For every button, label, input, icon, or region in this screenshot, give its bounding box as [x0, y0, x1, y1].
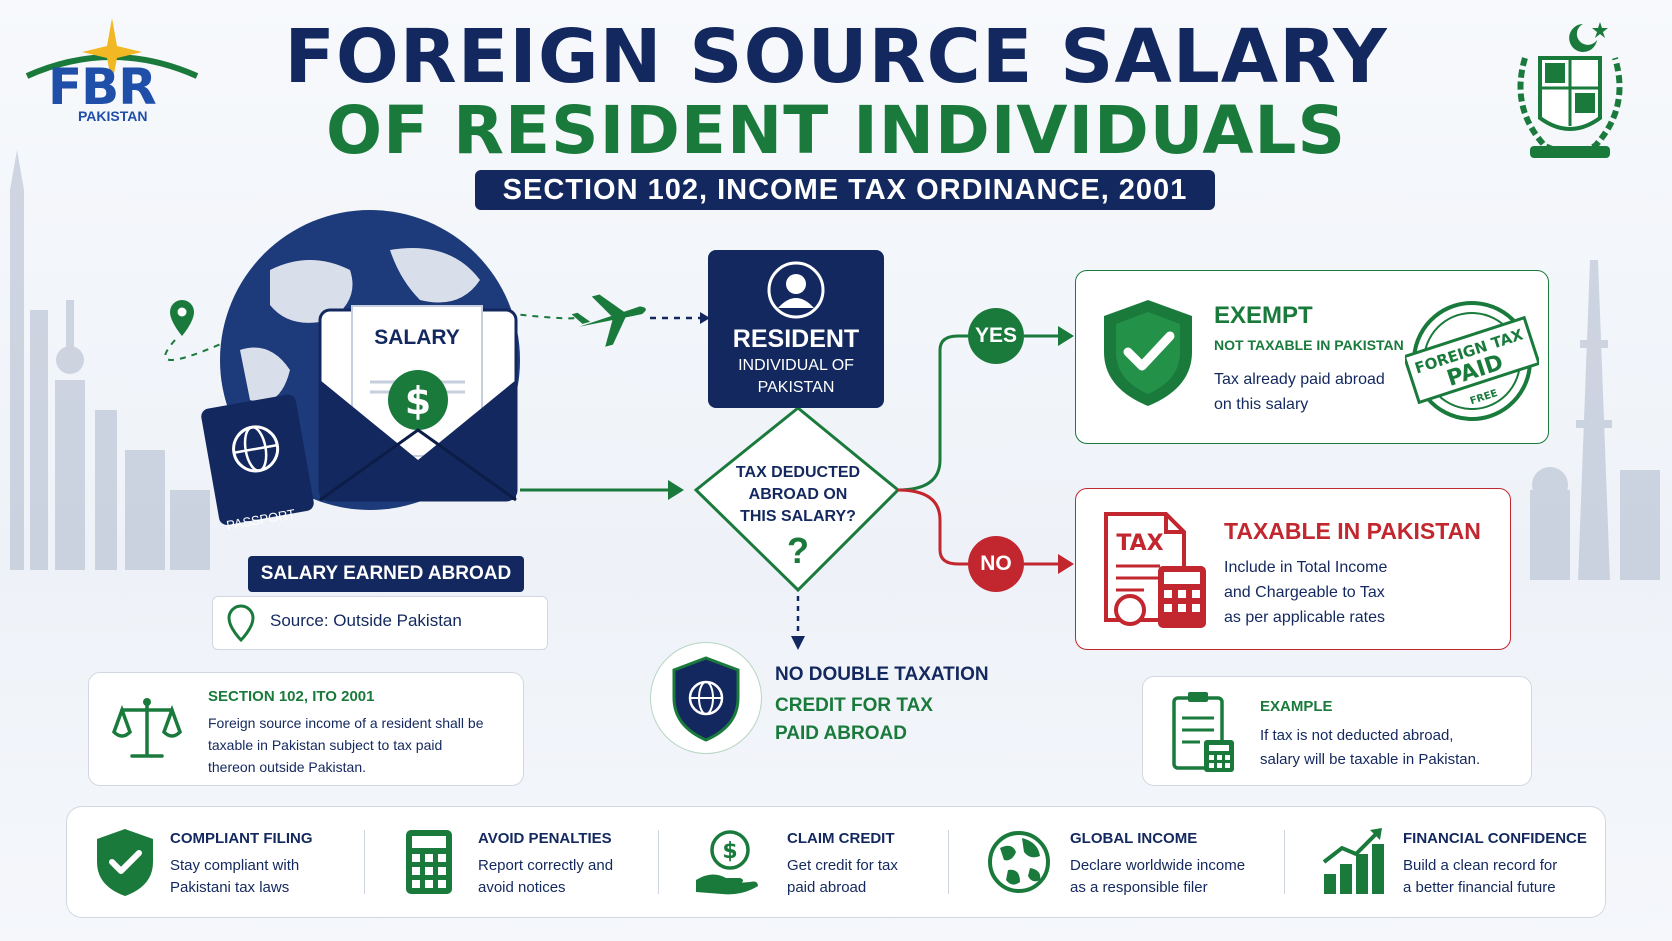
benefit-title-confidence: FINANCIAL CONFIDENCE — [1403, 830, 1587, 847]
exempt-subtitle: NOT TAXABLE IN PAKISTAN — [1214, 337, 1404, 353]
benefit-desc-penalties: Report correctly and avoid notices — [478, 855, 678, 899]
section-102-line3: thereon outside Pakistan. — [208, 759, 366, 775]
benefit-desc-global: Declare worldwide income as a responsibl… — [1070, 855, 1280, 899]
benefit-line: as a responsible filer — [1070, 879, 1208, 896]
benefits-strip — [66, 806, 1606, 918]
taxable-desc-line3: as per applicable rates — [1224, 609, 1385, 626]
page-title-line1: FOREIGN SOURCE SALARY — [284, 14, 1388, 100]
exempt-title: EXEMPT — [1214, 302, 1313, 329]
page-title-line2: OF RESIDENT INDIVIDUALS — [325, 92, 1347, 169]
envelope-label: SALARY — [374, 326, 460, 349]
section-102-description: Foreign source income of a resident shal… — [208, 712, 508, 778]
fbr-logo-subtext: PAKISTAN — [78, 108, 148, 124]
dollar-hand-icon: $ — [696, 830, 758, 895]
section-102-line2: taxable in Pakistan subject to tax paid — [208, 737, 443, 753]
decision-line2: ABROAD ON — [748, 486, 848, 503]
benefit-line: Report correctly and — [478, 857, 614, 874]
globe-envelope-illustration: $ — [201, 210, 520, 525]
growth-chart-icon — [1322, 828, 1384, 894]
benefit-divider — [948, 830, 949, 894]
example-line1: If tax is not deducted abroad, — [1260, 727, 1454, 744]
scales-of-justice-icon — [112, 698, 182, 758]
exempt-description: Tax already paid abroad on this salary — [1214, 367, 1414, 417]
globe-icon — [988, 831, 1050, 893]
svg-text:$: $ — [405, 379, 431, 423]
resident-subtitle-line2: PAKISTAN — [757, 379, 835, 396]
taxable-desc-line2: and Chargeable to Tax — [1224, 584, 1385, 601]
globe-shield-icon — [672, 656, 740, 742]
example-line2: salary will be taxable in Pakistan. — [1260, 751, 1481, 768]
double-taxation-line2: PAID ABROAD — [775, 723, 907, 744]
double-taxation-line1: CREDIT FOR TAX — [775, 695, 933, 716]
section-102-line1: Foreign source income of a resident shal… — [208, 715, 484, 731]
source-text: Source: Outside Pakistan — [270, 611, 462, 630]
source-box — [212, 596, 548, 650]
pakistan-emblem-icon — [1517, 22, 1623, 158]
section-102-box — [88, 672, 524, 786]
benefit-desc-confidence: Build a clean record for a better financ… — [1403, 855, 1603, 899]
taxable-description: Include in Total Income and Chargeable t… — [1224, 555, 1484, 630]
user-icon — [767, 261, 825, 319]
benefit-line: paid abroad — [787, 879, 867, 896]
benefit-line: Get credit for tax — [787, 857, 898, 874]
yes-badge: YES — [968, 308, 1024, 364]
example-title: EXAMPLE — [1260, 698, 1333, 715]
benefit-desc-compliant: Stay compliant with Pakistani tax laws — [170, 855, 370, 899]
resident-subtitle-line1: INDIVIDUAL OF — [738, 357, 854, 374]
benefit-line: Declare worldwide income — [1070, 857, 1246, 874]
fbr-logo — [25, 18, 199, 84]
resident-title: RESIDENT — [732, 325, 860, 353]
skyline-right-decoration — [1530, 260, 1660, 580]
resident-subtitle: INDIVIDUAL OF PAKISTAN — [708, 355, 884, 399]
decision-line1: TAX DEDUCTED — [735, 464, 861, 481]
exempt-desc-line1: Tax already paid abroad — [1214, 371, 1385, 388]
benefit-divider — [1284, 830, 1285, 894]
fbr-logo-text: FBR — [48, 58, 157, 116]
location-pin-icon — [227, 604, 255, 642]
benefit-title-global: GLOBAL INCOME — [1070, 830, 1198, 847]
no-badge: NO — [968, 536, 1024, 592]
tax-document-calculator-icon: TAX — [1104, 512, 1206, 628]
benefit-line: a better financial future — [1403, 879, 1556, 896]
calculator-icon — [406, 830, 452, 894]
svg-text:$: $ — [722, 839, 737, 864]
double-taxation-title: NO DOUBLE TAXATION — [775, 664, 989, 685]
section-banner: SECTION 102, INCOME TAX ORDINANCE, 2001 — [475, 170, 1215, 210]
benefit-title-penalties: AVOID PENALTIES — [478, 830, 612, 847]
shield-check-icon — [97, 829, 153, 896]
skyline-left-decoration — [10, 150, 210, 570]
decision-line3: THIS SALARY? — [740, 508, 856, 525]
shield-check-icon — [1104, 300, 1192, 406]
benefit-line: Pakistani tax laws — [170, 879, 290, 896]
benefit-divider — [364, 830, 365, 894]
tax-doc-label: TAX — [1116, 531, 1163, 556]
foreign-tax-paid-stamp: FOREIGN TAX PAID FREE — [1405, 301, 1539, 421]
clipboard-calculator-icon — [1172, 692, 1234, 772]
decision-question: TAX DEDUCTED ABROAD ON THIS SALARY? — [718, 462, 878, 528]
exempt-desc-line2: on this salary — [1214, 396, 1309, 413]
benefit-line: Build a clean record for — [1403, 857, 1558, 874]
benefit-divider — [658, 830, 659, 894]
double-taxation-subtitle: CREDIT FOR TAX PAID ABROAD — [775, 692, 955, 748]
benefit-title-compliant: COMPLIANT FILING — [170, 830, 313, 847]
example-description: If tax is not deducted abroad, salary wi… — [1260, 724, 1500, 772]
section-102-title: SECTION 102, ITO 2001 — [208, 688, 375, 705]
benefit-line: Stay compliant with — [170, 857, 300, 874]
taxable-title: TAXABLE IN PAKISTAN — [1224, 518, 1481, 544]
benefit-desc-credit: Get credit for tax paid abroad — [787, 855, 987, 899]
taxable-desc-line1: Include in Total Income — [1224, 559, 1388, 576]
benefit-line: avoid notices — [478, 879, 566, 896]
question-mark-icon: ? — [787, 530, 809, 571]
benefit-title-credit: CLAIM CREDIT — [787, 830, 895, 847]
salary-earned-abroad-label: SALARY EARNED ABROAD — [248, 556, 524, 592]
